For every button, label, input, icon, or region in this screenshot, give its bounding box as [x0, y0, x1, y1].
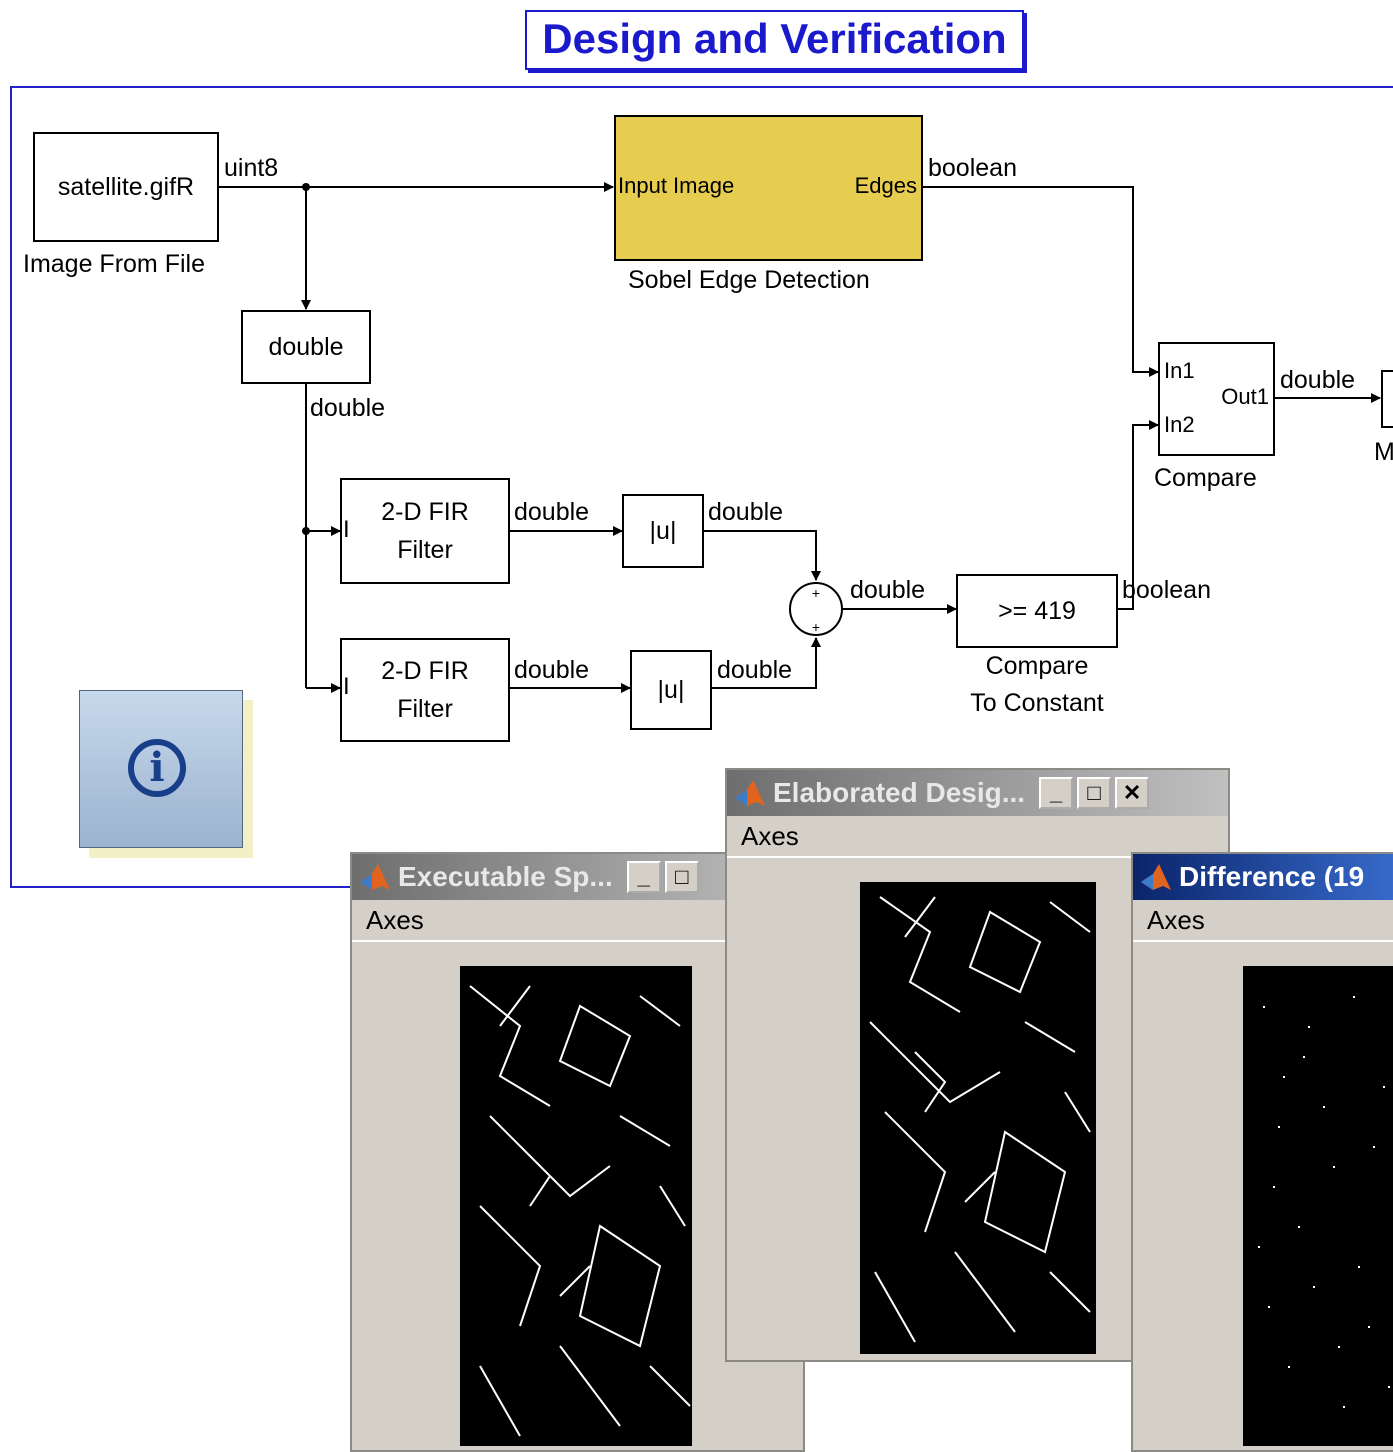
signal-double-conv: double	[310, 394, 386, 422]
fir2-port: I	[343, 673, 350, 700]
fir1-line1: 2-D FIR	[381, 498, 469, 526]
maximize-button[interactable]: □	[664, 861, 699, 893]
compare-block[interactable]: In1 In2 Out1	[1158, 342, 1275, 456]
svg-text:+: +	[812, 619, 820, 635]
cut-block-label: M	[1374, 438, 1393, 466]
image-from-file-label: Image From File	[23, 250, 205, 278]
signal-boolean-top: boolean	[928, 154, 1017, 182]
fir-filter-1-block[interactable]: 2-D FIR Filter	[340, 478, 510, 584]
sobel-edges-port: Edges	[854, 173, 917, 198]
fir1-port: I	[343, 516, 350, 543]
signal-double-sum: double	[850, 576, 926, 604]
minimize-button[interactable]: _	[626, 861, 661, 893]
signal-double-fir1: double	[514, 498, 590, 526]
compare-label: Compare	[1154, 464, 1257, 492]
edge-image-elaborated	[860, 882, 1096, 1354]
compare-const-label-1: Compare	[985, 652, 1089, 680]
info-button[interactable]: i	[79, 690, 243, 848]
signal-double-abs1: double	[708, 498, 784, 526]
sobel-label: Sobel Edge Detection	[628, 266, 870, 294]
data-type-conversion-block[interactable]: double	[241, 310, 371, 384]
difference-dots	[1258, 996, 1390, 1408]
maximize-button[interactable]: □	[1077, 777, 1112, 809]
edge-lines	[869, 896, 1091, 1343]
window-title: Executable Sp...	[398, 861, 613, 892]
matlab-logo-icon	[1141, 864, 1171, 890]
abs-2-block[interactable]: |u|	[630, 650, 712, 730]
sobel-input-port: Input Image	[618, 173, 735, 198]
difference-window[interactable]: Difference (19 Axes	[1131, 852, 1393, 1452]
compare-out1: Out1	[1221, 384, 1269, 409]
signal-double-abs2: double	[717, 656, 793, 684]
fir2-line1: 2-D FIR	[381, 657, 469, 685]
model-title: Design and Verification	[525, 10, 1024, 70]
sobel-edge-detection-block[interactable]: Input Image Edges	[614, 115, 923, 261]
edge-lines	[469, 985, 691, 1437]
fir1-line2: Filter	[397, 536, 453, 564]
matlab-logo-icon	[735, 780, 765, 806]
signal-uint8: uint8	[224, 154, 279, 182]
window-title: Elaborated Desig...	[773, 777, 1026, 808]
abs-1-block[interactable]: |u|	[622, 494, 704, 568]
axes-menu[interactable]: Axes	[1133, 900, 1393, 942]
compare-const-label-2: To Constant	[970, 689, 1104, 717]
image-from-file-block[interactable]: satellite.gifR	[33, 132, 219, 242]
signal-double-fir2: double	[514, 656, 590, 684]
close-button[interactable]: ✕	[1115, 777, 1150, 809]
minimize-button[interactable]: _	[1039, 777, 1074, 809]
window-title: Difference (19	[1179, 861, 1365, 892]
fir-filter-2-block[interactable]: 2-D FIR Filter	[340, 638, 510, 742]
signal-double-out: double	[1280, 366, 1356, 394]
matlab-logo-icon	[360, 864, 390, 890]
signal-boolean-cmp: boolean	[1122, 576, 1211, 604]
edge-image-executable	[460, 966, 692, 1446]
fir2-line2: Filter	[397, 695, 453, 723]
compare-to-constant-block[interactable]: >= 419	[956, 574, 1118, 648]
info-icon: i	[128, 739, 186, 797]
svg-text:+: +	[812, 585, 820, 601]
difference-image	[1243, 966, 1393, 1446]
compare-in1: In1	[1164, 358, 1195, 383]
matrix-viewer-block[interactable]	[1381, 370, 1393, 428]
axes-menu[interactable]: Axes	[352, 900, 803, 942]
axes-menu[interactable]: Axes	[727, 816, 1228, 858]
compare-in2: In2	[1164, 412, 1195, 437]
